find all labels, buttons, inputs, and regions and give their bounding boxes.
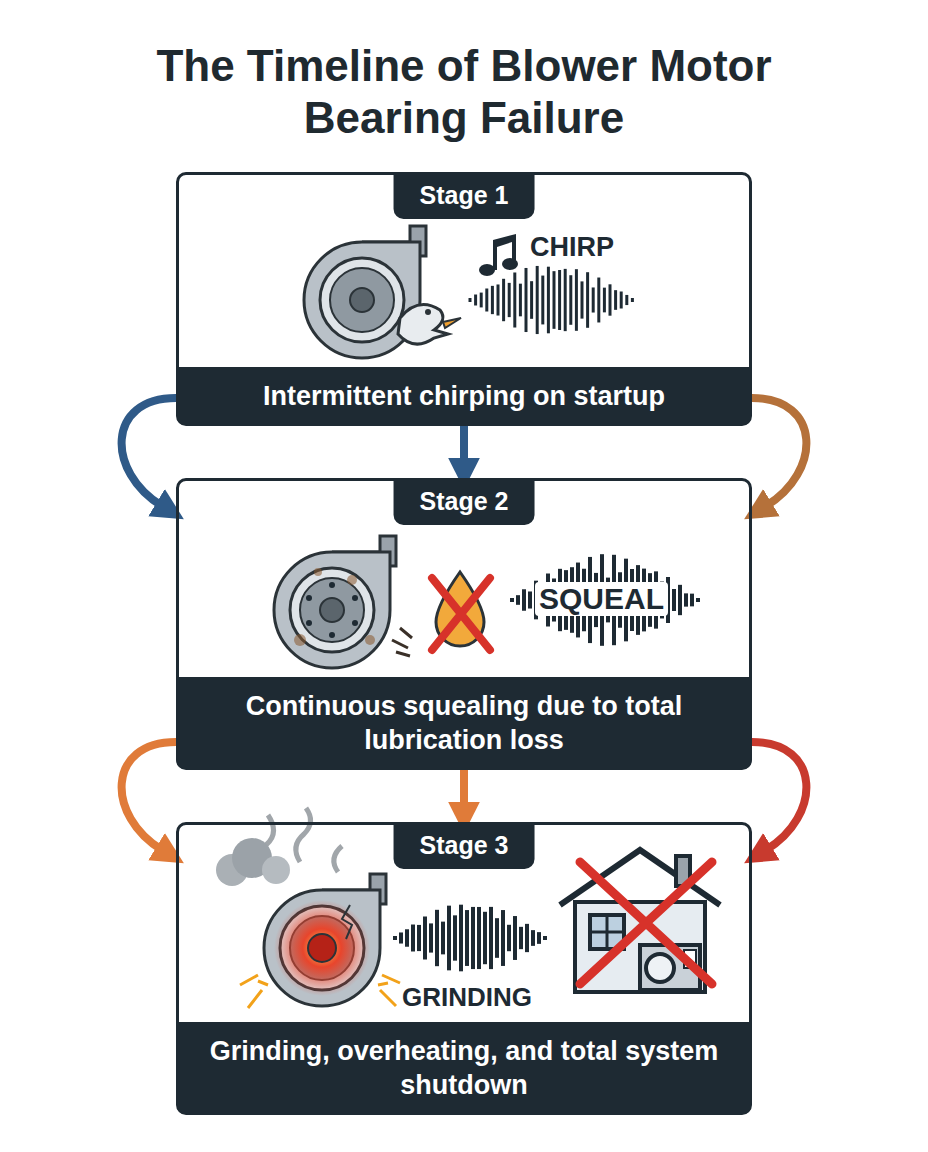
sound-wave: [531, 930, 535, 946]
sound-wave: [474, 295, 477, 306]
stage-caption: Intermittent chirping on startup: [177, 367, 751, 425]
flow-arrow: [460, 426, 468, 464]
sound-wave: [453, 915, 457, 960]
sound-wave: [477, 907, 481, 969]
sound-label: GRINDING: [402, 982, 532, 1013]
sound-wave: [530, 281, 533, 319]
sound-wave: [558, 270, 561, 330]
sound-wave: [480, 293, 483, 308]
sound-wave: [513, 916, 517, 960]
sound-wave: [469, 298, 472, 302]
sound-wave: [489, 907, 493, 969]
sound-wave: [508, 283, 511, 317]
sound-wave: [553, 271, 556, 329]
sound-wave: [447, 906, 451, 971]
sound-wave: [522, 589, 526, 610]
sound-wave: [603, 288, 606, 313]
sound-wave: [495, 918, 499, 958]
sound-wave: [696, 598, 700, 602]
sound-wave: [564, 269, 567, 331]
sound-wave: [581, 281, 584, 318]
sound-wave: [672, 589, 676, 611]
sound-wave: [519, 927, 523, 949]
sound-wave: [536, 266, 539, 334]
sound-wave: [417, 925, 421, 951]
sound-wave: [614, 290, 617, 310]
sound-wave: [435, 910, 439, 966]
sound-wave: [569, 275, 572, 325]
sound-wave: [547, 267, 550, 334]
sound-wave: [483, 912, 487, 964]
sound-wave: [525, 924, 529, 952]
sound-wave: [513, 272, 516, 327]
stage-tab: Stage 1: [394, 173, 535, 219]
sound-wave: [501, 910, 505, 966]
sound-wave: [597, 278, 600, 323]
sound-wave: [423, 916, 427, 959]
sound-wave: [516, 595, 520, 605]
stage-panel: Stage 1 Intermittent chirping on startup: [176, 172, 752, 426]
sound-wave: [393, 936, 397, 940]
sound-wave: [405, 929, 409, 946]
stage-tab: Stage 2: [394, 479, 535, 525]
sound-wave: [678, 585, 682, 615]
stage-panel: Stage 3 Grinding, overheating, and total …: [176, 822, 752, 1115]
sound-wave: [575, 269, 578, 331]
sound-wave: [525, 268, 528, 332]
sound-wave: [684, 593, 688, 606]
sound-wave: [543, 936, 547, 940]
sound-wave: [485, 289, 488, 312]
sound-label: SQUEAL: [535, 582, 668, 616]
stage-caption: Grinding, overheating, and total system …: [177, 1022, 751, 1114]
sound-wave: [497, 284, 500, 315]
sound-wave: [429, 923, 433, 952]
sound-wave: [502, 279, 505, 321]
stage-panel: Stage 2 Continuous squealing due to total…: [176, 478, 752, 770]
sound-wave: [465, 910, 469, 966]
flow-arrow: [752, 398, 806, 506]
sound-wave: [491, 286, 494, 314]
sound-wave: [609, 284, 612, 315]
sound-wave: [631, 298, 634, 302]
diagram-title: The Timeline of Blower Motor Bearing Fai…: [134, 40, 794, 144]
sound-wave: [592, 287, 595, 312]
flow-arrow: [122, 742, 176, 850]
sound-wave: [537, 932, 541, 944]
sound-wave: [519, 284, 522, 317]
sound-label: CHIRP: [530, 232, 614, 263]
flow-arrow: [122, 398, 176, 506]
sound-wave: [459, 905, 463, 972]
sound-wave: [586, 272, 589, 328]
sound-wave: [528, 591, 532, 608]
sound-wave: [510, 598, 514, 602]
flow-arrow: [752, 742, 806, 850]
sound-wave: [441, 922, 445, 955]
sound-wave: [620, 292, 623, 309]
sound-wave: [541, 276, 544, 325]
stage-caption: Continuous squealing due to total lubric…: [177, 677, 751, 769]
sound-wave: [471, 907, 475, 969]
sound-wave: [399, 932, 403, 943]
stage-tab: Stage 3: [394, 823, 535, 869]
flow-arrow: [460, 770, 468, 808]
sound-wave: [625, 295, 628, 305]
sound-wave: [411, 925, 415, 952]
sound-wave: [690, 594, 694, 607]
sound-wave: [507, 925, 511, 951]
